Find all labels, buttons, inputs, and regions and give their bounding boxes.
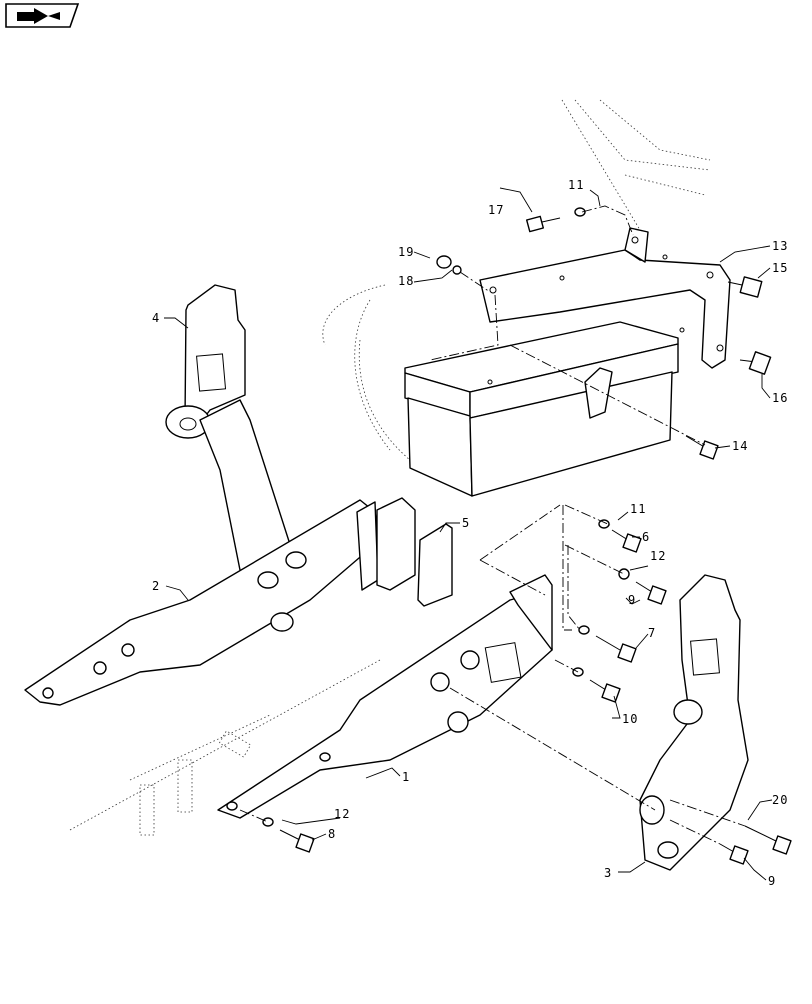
next-page-arrow-icon[interactable] [5, 3, 80, 28]
callout-3: 3 [604, 866, 612, 880]
bolt-14 [685, 435, 719, 460]
callout-14: 14 [732, 439, 748, 453]
spacer-blocks [356, 497, 453, 607]
bolt-20 [744, 825, 792, 855]
callout-7: 7 [648, 626, 656, 640]
callout-15: 15 [772, 261, 788, 275]
callout-2: 2 [152, 579, 160, 593]
nut-19 [436, 255, 462, 275]
callout-1: 1 [402, 770, 410, 784]
bolt-10 [572, 667, 621, 703]
bolt-8 [262, 817, 315, 853]
bolt-6 [598, 519, 642, 553]
callout-20: 20 [772, 793, 788, 807]
callout-8: 8 [328, 827, 336, 841]
callout-16: 16 [772, 391, 788, 405]
callout-10: 10 [622, 712, 638, 726]
bolt-7 [578, 625, 637, 663]
chassis-outline [69, 99, 711, 836]
bolt-15 [727, 276, 763, 298]
bolt-9-lower [719, 843, 749, 865]
leader-lines [164, 187, 773, 881]
bolt-9-upper [618, 568, 667, 605]
right-pivot-bracket [639, 574, 749, 871]
callout-6: 6 [642, 530, 650, 544]
callout-9-lower: 9 [768, 874, 776, 888]
bolt-16 [739, 351, 772, 375]
callout-18: 18 [398, 274, 414, 288]
callout-5: 5 [462, 516, 470, 530]
support-bracket [479, 227, 731, 369]
callout-11-mid: 11 [630, 502, 646, 516]
callout-4: 4 [152, 311, 160, 325]
toolbox [404, 321, 685, 497]
right-front-rail [217, 574, 553, 819]
callout-11-top: 11 [568, 178, 584, 192]
callout-12-bottom: 12 [334, 807, 350, 821]
callout-9-upper: 9 [628, 593, 636, 607]
bolt-17 [525, 207, 586, 233]
left-pivot-bracket [165, 284, 296, 581]
callout-labels: 1 2 3 4 5 6 7 8 9 9 10 11 11 12 12 13 14… [152, 178, 788, 888]
callout-13: 13 [772, 239, 788, 253]
callout-12-mid: 12 [650, 549, 666, 563]
callout-17: 17 [488, 203, 504, 217]
callout-19: 19 [398, 245, 414, 259]
assembly-lines [239, 205, 746, 845]
left-front-rail [24, 499, 381, 706]
